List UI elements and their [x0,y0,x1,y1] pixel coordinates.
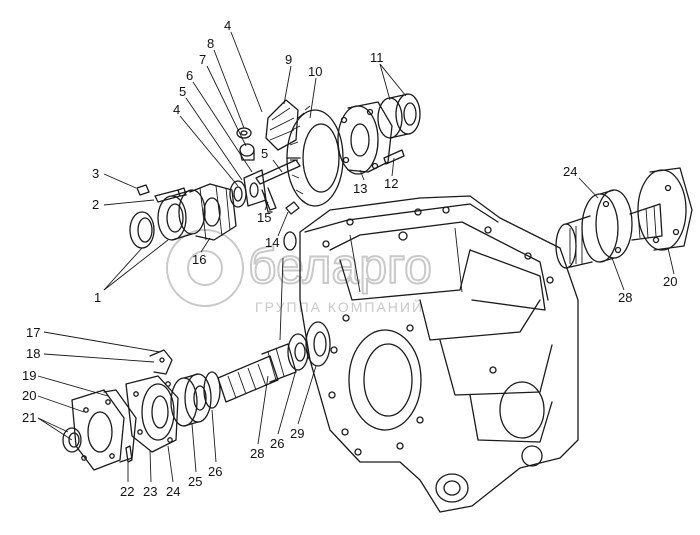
callout-label: 24 [563,164,577,179]
callout-label: 11 [370,50,384,65]
callout-label: 14 [265,235,279,250]
bearing-11 [377,93,421,139]
callout-label: 20 [22,388,36,403]
callout-label: 12 [384,176,398,191]
callout-label: 2 [92,197,99,212]
callout-label: 17 [26,325,40,340]
callout-label: 25 [188,474,202,489]
cover-20-right [637,167,693,251]
bolt-22 [125,445,133,463]
callout-label: 19 [22,368,36,383]
callout-label: 8 [207,36,214,51]
bearing-25 [170,373,212,427]
callout-label: 1 [94,290,101,305]
bolt-12 [383,149,405,165]
bearing-housing-23 [125,375,179,453]
callout-label: 4 [224,18,231,33]
bearing-housing-24-right [581,189,663,263]
callout-label: 6 [186,68,193,83]
callout-label: 9 [285,52,292,67]
watermark-brand: беларго [248,238,432,294]
cross-shaft-6 [255,159,301,211]
callout-label: 20 [663,274,677,289]
pinion-gear-9 [265,99,299,151]
callout-label: 10 [308,64,322,79]
bearing-26-right [287,333,309,371]
callout-label: 22 [120,484,134,499]
bolt-2 [154,187,187,203]
differential-flange-16 [189,183,237,241]
callout-label: 4 [173,102,180,117]
leader-lines [37,31,675,483]
differential-case-13 [337,101,393,175]
seal-21 [62,427,82,453]
callout-label: 5 [261,146,268,161]
callout-label: 7 [199,52,206,67]
callout-label: 29 [290,426,304,441]
callout-label: 26 [270,436,284,451]
callout-label: 24 [166,484,180,499]
watermark: беларго ГРУППА КОМПАНИЙ [166,229,433,315]
lock-plate-14 [285,201,300,215]
callout-label: 15 [257,210,271,225]
cover-20-left [71,389,125,471]
callout-label: 5 [179,84,186,99]
watermark-subtitle: ГРУППА КОМПАНИЙ [255,298,424,315]
washer-8 [236,127,252,139]
pin-15 [263,193,273,213]
callout-label: 3 [92,166,99,181]
callout-label: 13 [353,181,367,196]
o-ring [283,231,297,251]
ring-gear-10 [286,105,344,207]
output-shaft-28-right [555,215,593,269]
callout-label: 18 [26,346,40,361]
output-shaft-28-left [217,343,297,403]
spacer-26-left [203,371,221,409]
callout-label: 26 [208,464,222,479]
gearbox-housing [299,195,579,513]
callout-label: 23 [143,484,157,499]
callout-label: 21 [22,410,36,425]
bearing-1 [157,189,206,241]
callout-label: 16 [192,252,206,267]
callout-label: 28 [250,446,264,461]
callout-labels: 4 8 7 9 10 11 6 5 4 5 3 2 13 12 15 14 16… [22,18,677,499]
bearing-cup-1 [129,211,155,249]
spacer-29 [305,321,331,367]
nut-3 [136,184,150,196]
callout-label: 28 [618,290,632,305]
